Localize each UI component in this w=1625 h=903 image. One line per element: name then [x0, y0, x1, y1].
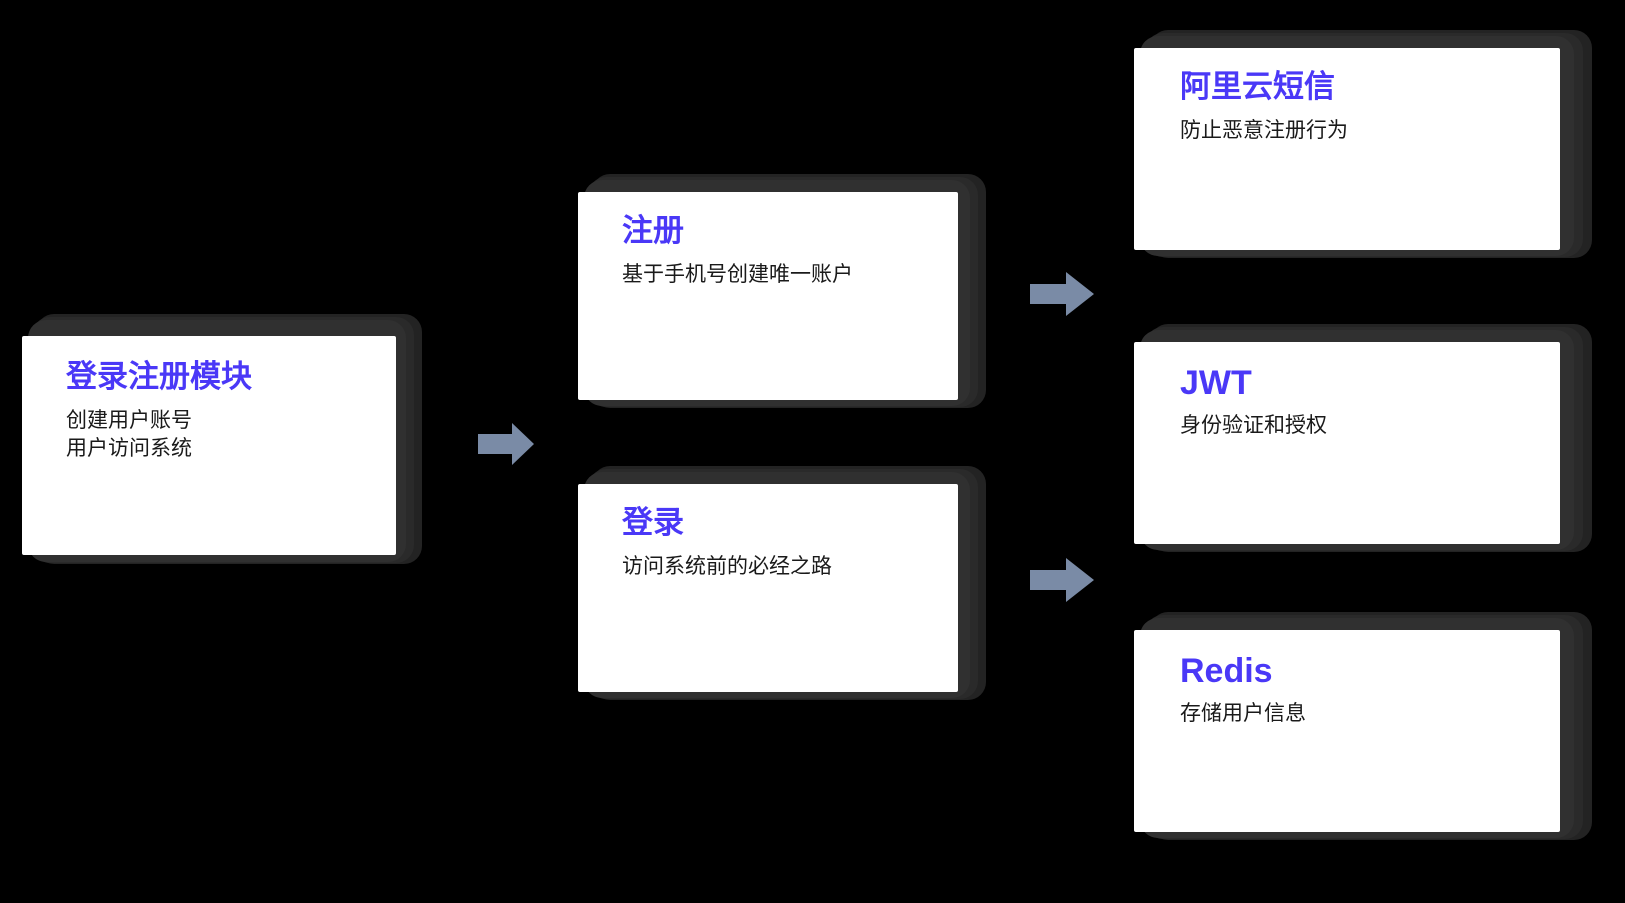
- arrow-register-to-sms: [1018, 266, 1098, 322]
- card-title: Redis: [1180, 652, 1273, 690]
- card-subtitle: 存储用户信息: [1180, 702, 1306, 726]
- card-title: 阿里云短信: [1180, 69, 1335, 104]
- card-subtitle: 身份验证和授权: [1180, 414, 1327, 438]
- card-face: JWT 身份验证和授权: [1134, 342, 1560, 544]
- card-face: 注册 基于手机号创建唯一账户: [578, 192, 958, 400]
- card-title: 注册: [622, 213, 684, 248]
- card-redis[interactable]: Redis 存储用户信息: [1134, 610, 1596, 842]
- card-face: 阿里云短信 防止恶意注册行为: [1134, 48, 1560, 250]
- card-title: JWT: [1180, 364, 1252, 402]
- card-subtitle: 基于手机号创建唯一账户: [622, 262, 853, 286]
- arrow-module-to-branch: [460, 418, 540, 470]
- card-face: 登录注册模块 创建用户账号 用户访问系统: [22, 336, 396, 555]
- arrow-login-to-jwt-redis: [1018, 552, 1098, 608]
- card-module[interactable]: 登录注册模块 创建用户账号 用户访问系统: [22, 312, 424, 564]
- card-jwt[interactable]: JWT 身份验证和授权: [1134, 322, 1596, 554]
- card-login[interactable]: 登录 访问系统前的必经之路: [578, 464, 990, 702]
- card-register[interactable]: 注册 基于手机号创建唯一账户: [578, 172, 990, 410]
- card-title: 登录: [622, 505, 684, 540]
- card-face: Redis 存储用户信息: [1134, 630, 1560, 832]
- card-face: 登录 访问系统前的必经之路: [578, 484, 958, 692]
- card-aliyun-sms[interactable]: 阿里云短信 防止恶意注册行为: [1134, 28, 1596, 260]
- card-subtitle: 访问系统前的必经之路: [622, 554, 832, 578]
- card-subtitle: 创建用户账号 用户访问系统: [66, 408, 192, 460]
- card-title: 登录注册模块: [66, 359, 252, 394]
- card-subtitle: 防止恶意注册行为: [1180, 118, 1348, 142]
